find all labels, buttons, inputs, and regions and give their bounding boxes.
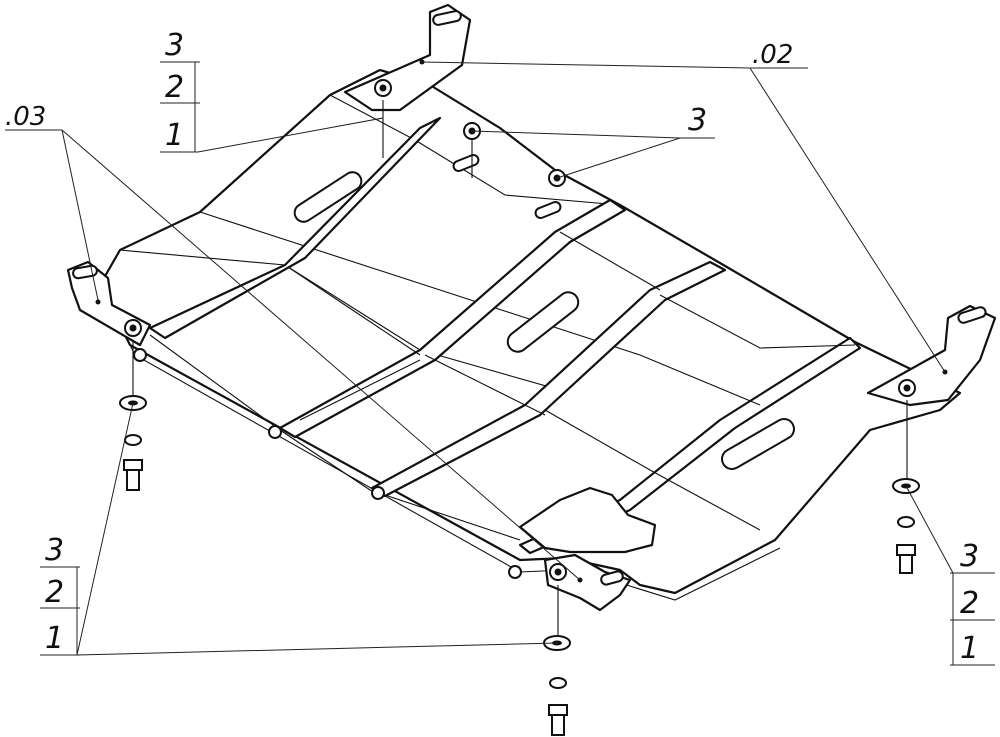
- plate-cutout: [518, 486, 657, 554]
- nut: [371, 486, 385, 500]
- callout-bottom-right-1: 1: [960, 631, 979, 666]
- callout-ref-03: .03: [5, 102, 46, 132]
- nut: [374, 79, 392, 97]
- slot-hole: [506, 291, 580, 353]
- bracket-right: [866, 304, 997, 407]
- hardware-stack-top: [382, 100, 473, 178]
- callout-top-left-1: 1: [165, 118, 184, 153]
- callout-top-left-3: 3: [165, 28, 184, 63]
- hardware-stack-left: [119, 340, 147, 491]
- skid-plate: [98, 68, 962, 601]
- leader-lines: [5, 61, 995, 666]
- callout-labels: 3 2 1 .03 .02 3 3 2 1 3 2 1: [5, 28, 979, 666]
- callout-top-center-3: 3: [688, 103, 707, 138]
- callout-bottom-left-2: 2: [45, 575, 64, 610]
- nut: [124, 319, 142, 337]
- nut: [133, 348, 147, 362]
- nut: [549, 563, 567, 581]
- callout-ref-02: .02: [752, 40, 793, 70]
- nut: [898, 379, 916, 397]
- hardware-stack-right: [892, 400, 920, 574]
- callout-bottom-right-3: 3: [960, 539, 979, 574]
- bracket-rear-top: [343, 3, 472, 112]
- slot-hole: [293, 171, 363, 223]
- hardware-stack-front: [543, 585, 571, 736]
- callout-bottom-left-3: 3: [45, 533, 64, 568]
- callout-bottom-left-1: 1: [45, 621, 64, 656]
- nut: [268, 425, 282, 439]
- slot-hole: [534, 201, 562, 219]
- slot-hole: [721, 418, 795, 470]
- nut: [508, 565, 522, 579]
- callout-bottom-right-2: 2: [960, 586, 979, 621]
- callout-top-left-2: 2: [165, 70, 184, 105]
